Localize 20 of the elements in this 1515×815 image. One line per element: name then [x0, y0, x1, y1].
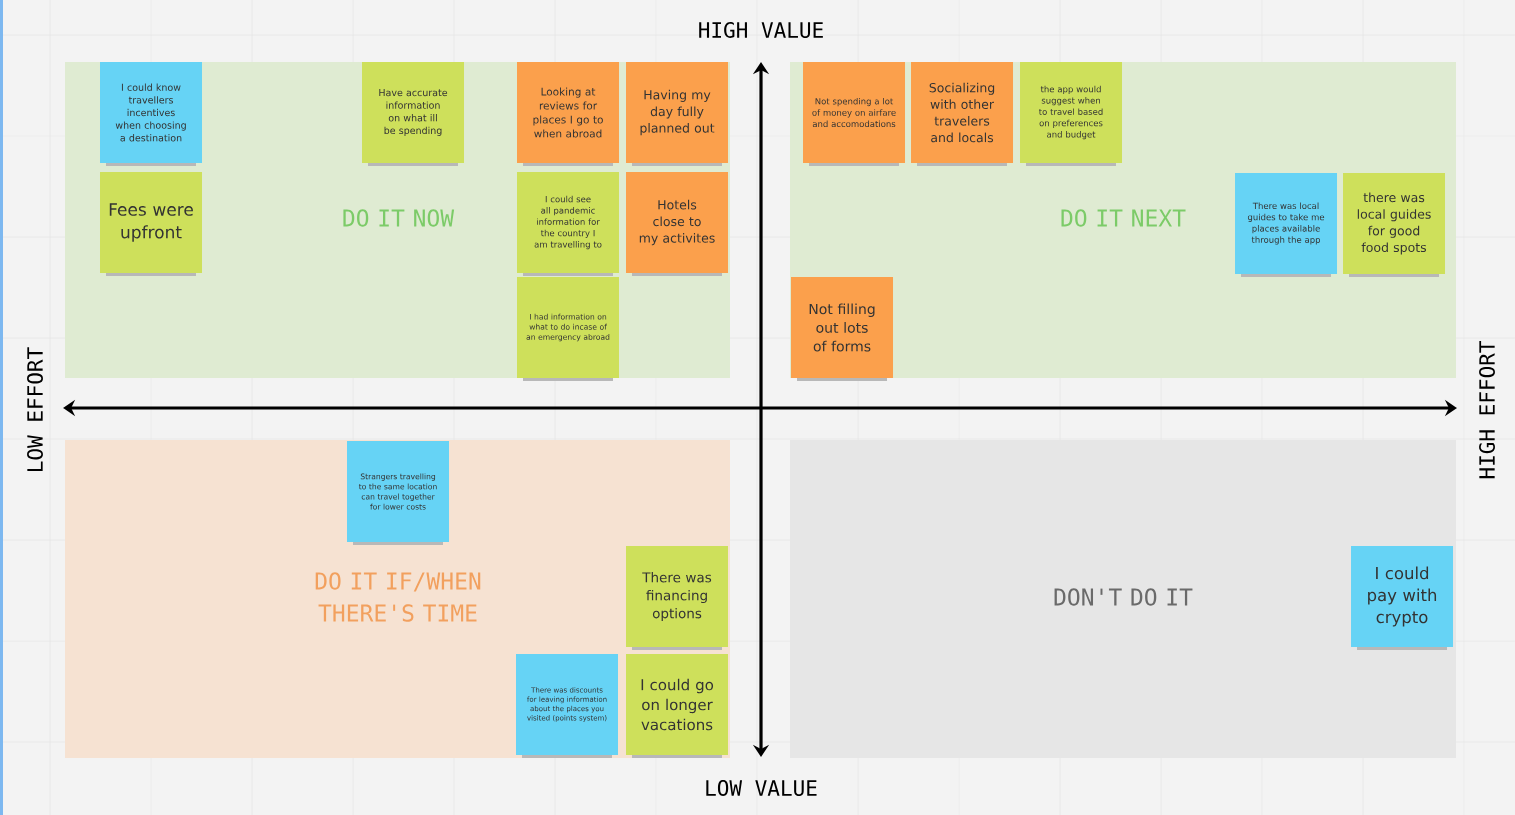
- sticky-note: I could go on longer vacations: [626, 654, 728, 758]
- sticky-note: There was local guides to take me places available through the app: [1235, 173, 1337, 277]
- sticky-note: Hotels close to my activites: [626, 172, 728, 276]
- sticky-note: Not filling out lots of forms: [791, 277, 893, 381]
- sticky-note: There was financing options: [626, 546, 728, 650]
- sticky-note: Looking at reviews for places I go to when abroad: [517, 62, 619, 166]
- sticky-note: Not spending a lot of money on airfare and accomodations: [803, 62, 905, 166]
- sticky-note: I could pay with crypto: [1351, 546, 1453, 650]
- sticky-note: I could know travellers incentives when choosing a destination: [100, 62, 202, 166]
- axis-label: LOW EFFORT: [27, 347, 43, 471]
- sticky-note: Have accurate information on what ill be spending: [362, 62, 464, 166]
- sticky-note: Having my day fully planned out: [626, 62, 728, 166]
- sticky-note: the app would suggest when to travel based on preferences and budget: [1020, 62, 1122, 166]
- sticky-note: Socializing with other travelers and locals: [911, 62, 1013, 166]
- sticky-note: I could see all pandemic information for the country I am travelling to: [517, 172, 619, 276]
- axis-label: HIGH EFFORT: [1479, 340, 1495, 479]
- sticky-note: Fees were upfront: [100, 172, 202, 276]
- axis-label: HIGH VALUE: [699, 22, 823, 38]
- axis-label: LOW VALUE: [706, 780, 817, 796]
- sticky-note: there was local guides for good food spots: [1343, 173, 1445, 277]
